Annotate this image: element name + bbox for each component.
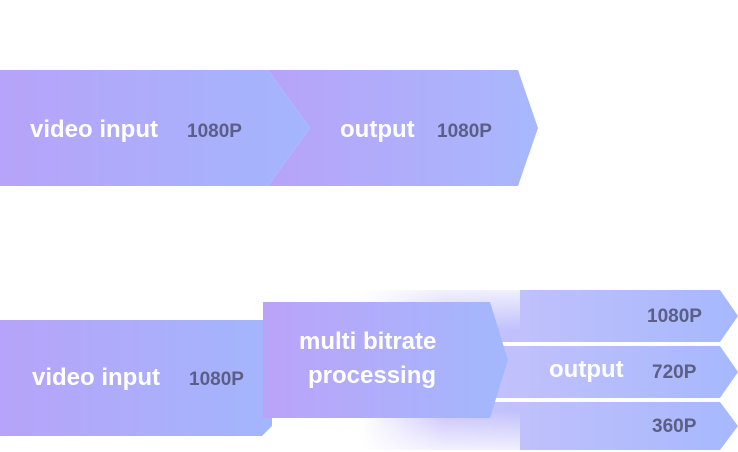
- bottom-input-arrow: [0, 320, 272, 436]
- top-output-label: output: [340, 116, 415, 143]
- processing-arrow: [263, 302, 508, 418]
- output-resolution-1080p: 1080P: [647, 306, 702, 327]
- processing-label-line1: multi bitrate: [299, 328, 437, 355]
- top-input-label: video input: [30, 116, 158, 143]
- processing-label-line2: processing: [308, 362, 437, 389]
- bottom-input-resolution: 1080P: [189, 369, 244, 390]
- output-resolution-720p: 720P: [652, 362, 697, 383]
- top-output-resolution: 1080P: [437, 121, 492, 142]
- bottom-input-label: video input: [32, 364, 160, 391]
- top-input-resolution: 1080P: [187, 121, 242, 142]
- bottom-output-label: output: [549, 356, 624, 383]
- output-resolution-360p: 360P: [652, 416, 697, 437]
